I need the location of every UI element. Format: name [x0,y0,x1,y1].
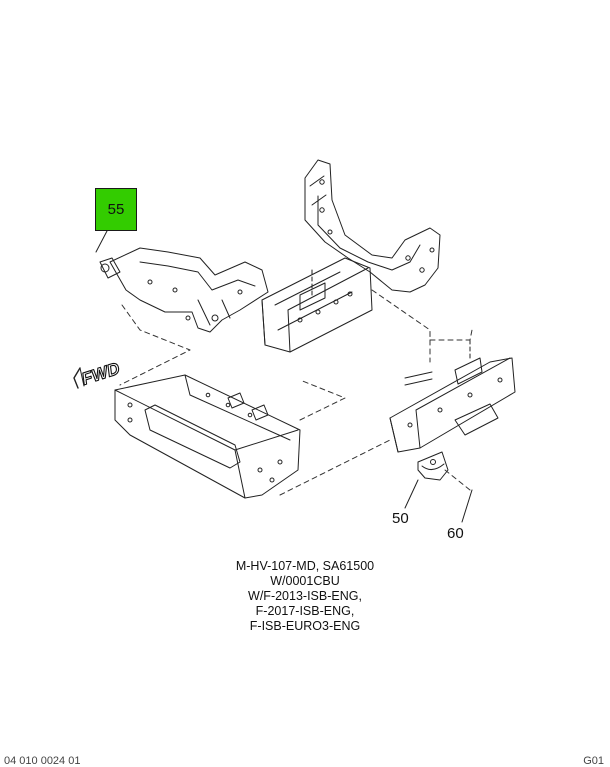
part-55-label: 55 [107,201,125,218]
diagram-caption: M-HV-107-MD, SA61500 W/0001CBU W/F-2013-… [205,559,405,634]
leader-lines [95,230,473,523]
fwd-label: FWD [79,359,122,389]
caption-line: W/F-2013-ISB-ENG, [248,589,362,603]
upper-crossmember [304,159,441,293]
tow-hook [417,451,449,481]
part-60-label[interactable]: 60 [447,525,464,542]
fwd-arrow-icon [73,367,85,389]
caption-line: M-HV-107-MD, SA61500 [235,559,375,573]
left-frame-rail [261,257,373,353]
footer-left-code: 04 010 0024 01 [4,755,81,767]
front-bumper [114,374,301,499]
caption-line: F-2017-ISB-ENG, [255,604,355,618]
caption-line: W/0001CBU [270,574,340,588]
caption-line: F-ISB-EURO3-ENG [249,619,361,633]
footer-right-code: G01 [583,755,604,767]
assembly-guide-lines [119,289,473,496]
part-50-label[interactable]: 50 [392,510,409,527]
right-frame-rail [389,339,516,453]
part-55-callout[interactable]: 55 [95,188,137,231]
bracket-assembly [99,247,269,333]
